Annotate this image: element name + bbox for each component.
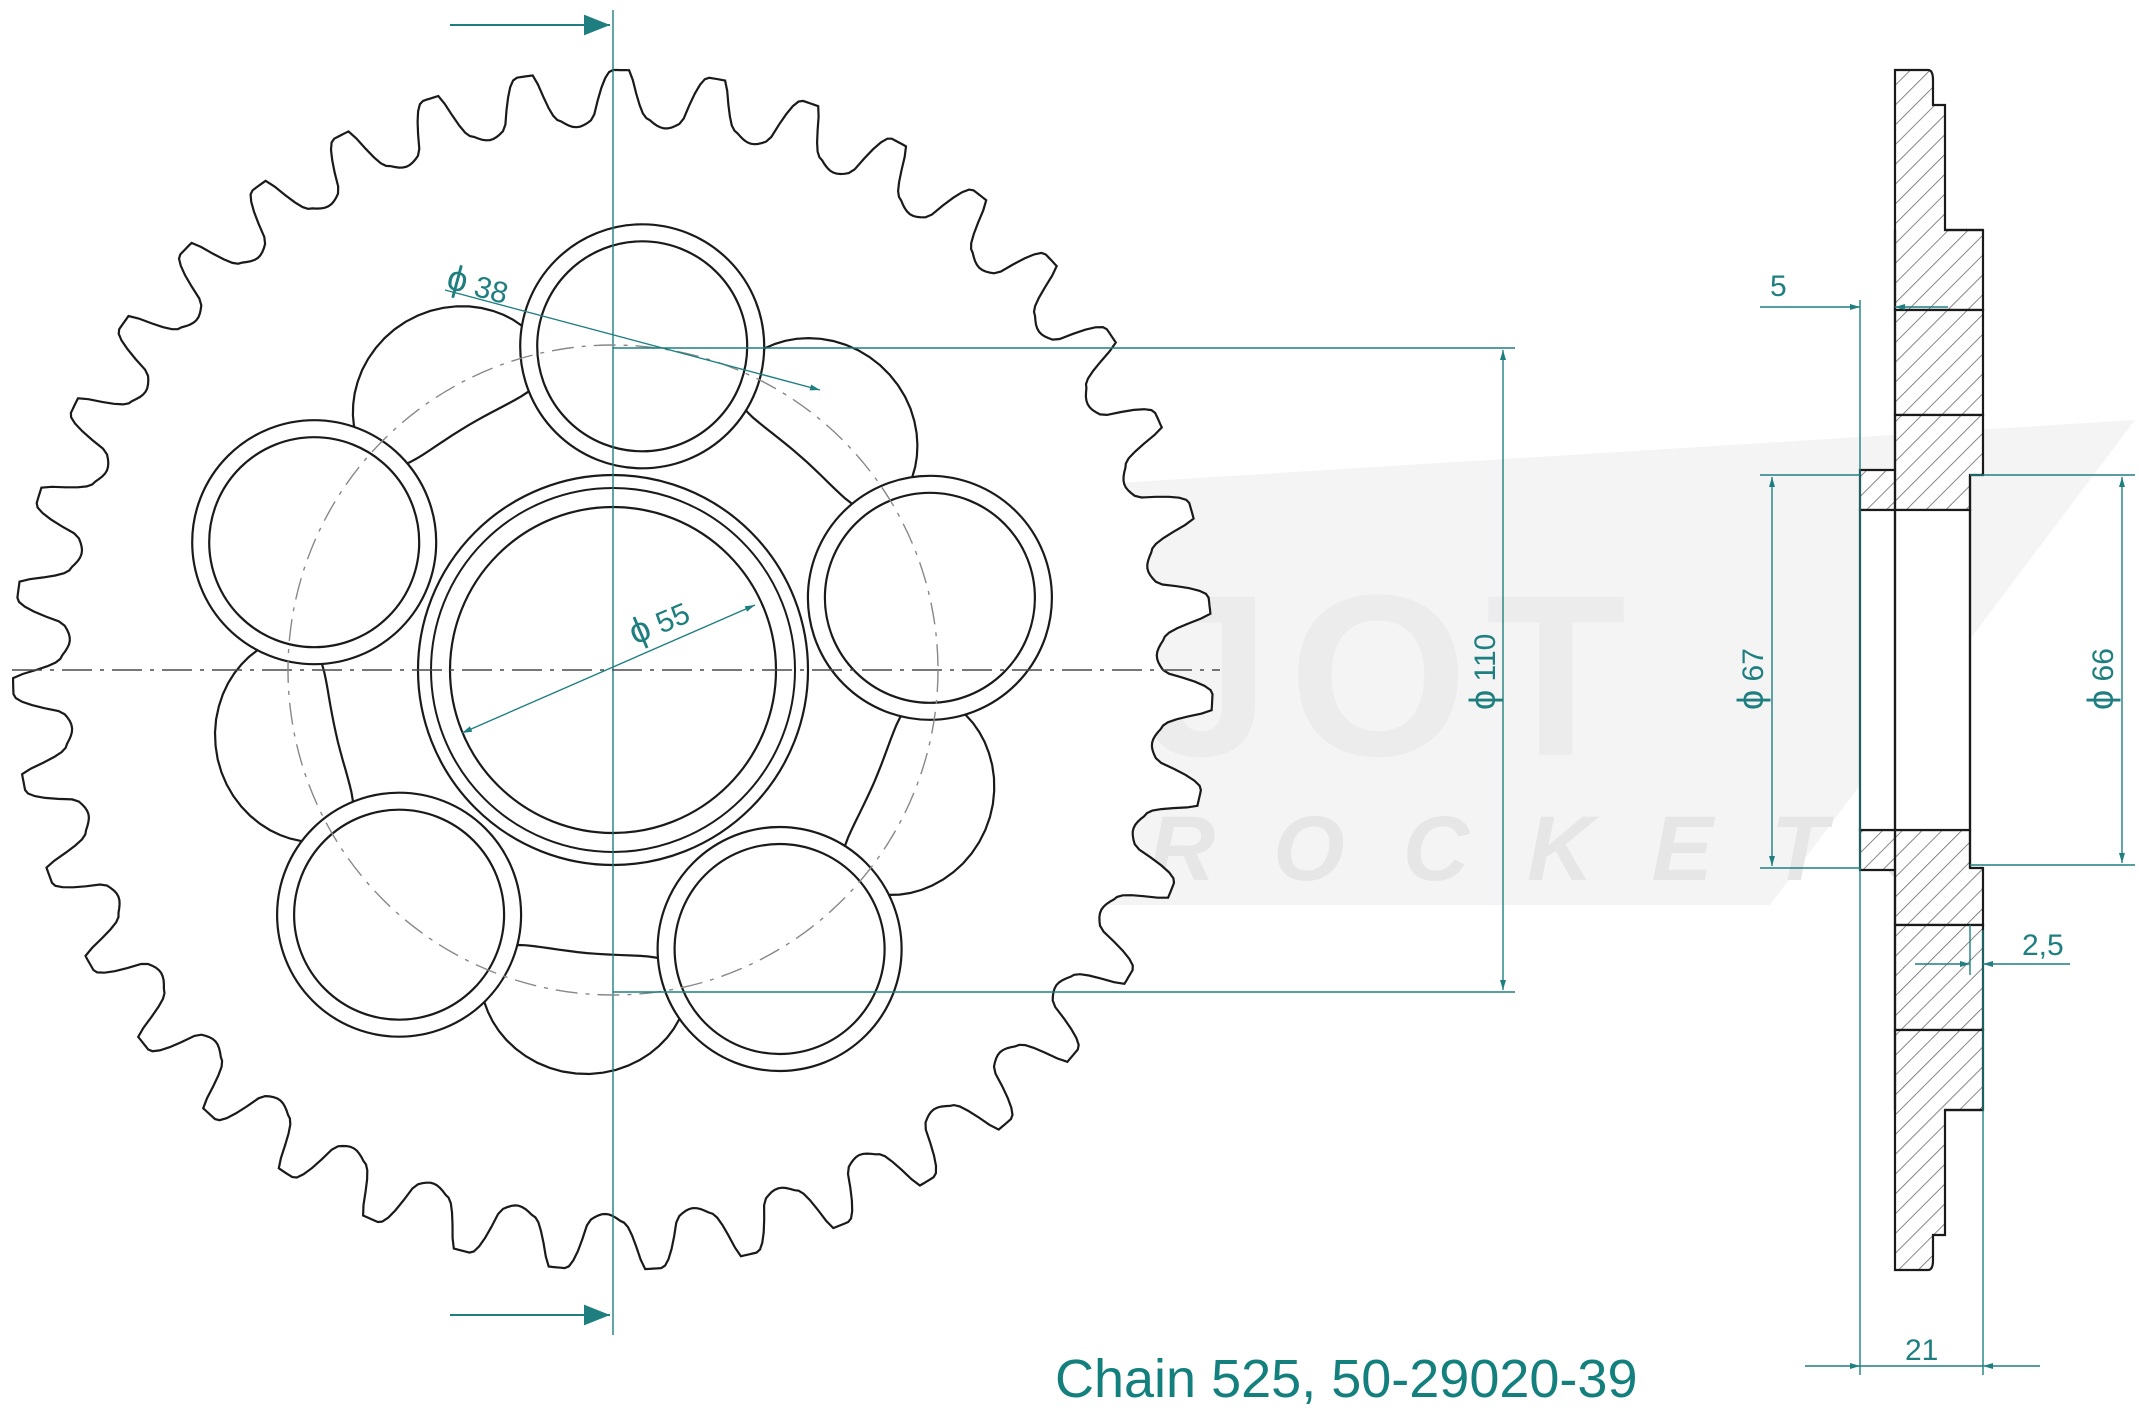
front-dimensions <box>444 289 1515 993</box>
bolt-hole <box>823 491 1037 704</box>
section-arrows <box>450 14 610 1326</box>
bolt-hole <box>673 842 886 1056</box>
side-dimensions <box>1760 300 2135 1375</box>
bolt-circle-label: ϕ 110 <box>1462 634 1503 710</box>
hub-inner-label: ϕ 66 <box>2080 648 2121 710</box>
offset-small-label: 2,5 <box>2022 929 2064 962</box>
hole-diameter-label: ϕ 38 <box>443 256 513 312</box>
total-width-label: 21 <box>1905 1334 1938 1367</box>
chain-label: Chain 525, <box>1055 1349 1317 1409</box>
bolt-hole <box>293 808 506 1021</box>
sprocket-section-view <box>1858 68 1985 1272</box>
offset-top-label: 5 <box>1770 270 1787 303</box>
hub-outer-label: ϕ 67 <box>1730 648 1771 710</box>
section-open-lines <box>1858 228 1983 1112</box>
part-number: 50-29020-39 <box>1331 1349 1638 1409</box>
part-caption: Chain 525, 50-29020-39 <box>1055 1348 1637 1410</box>
bolt-circle-line <box>287 344 939 996</box>
